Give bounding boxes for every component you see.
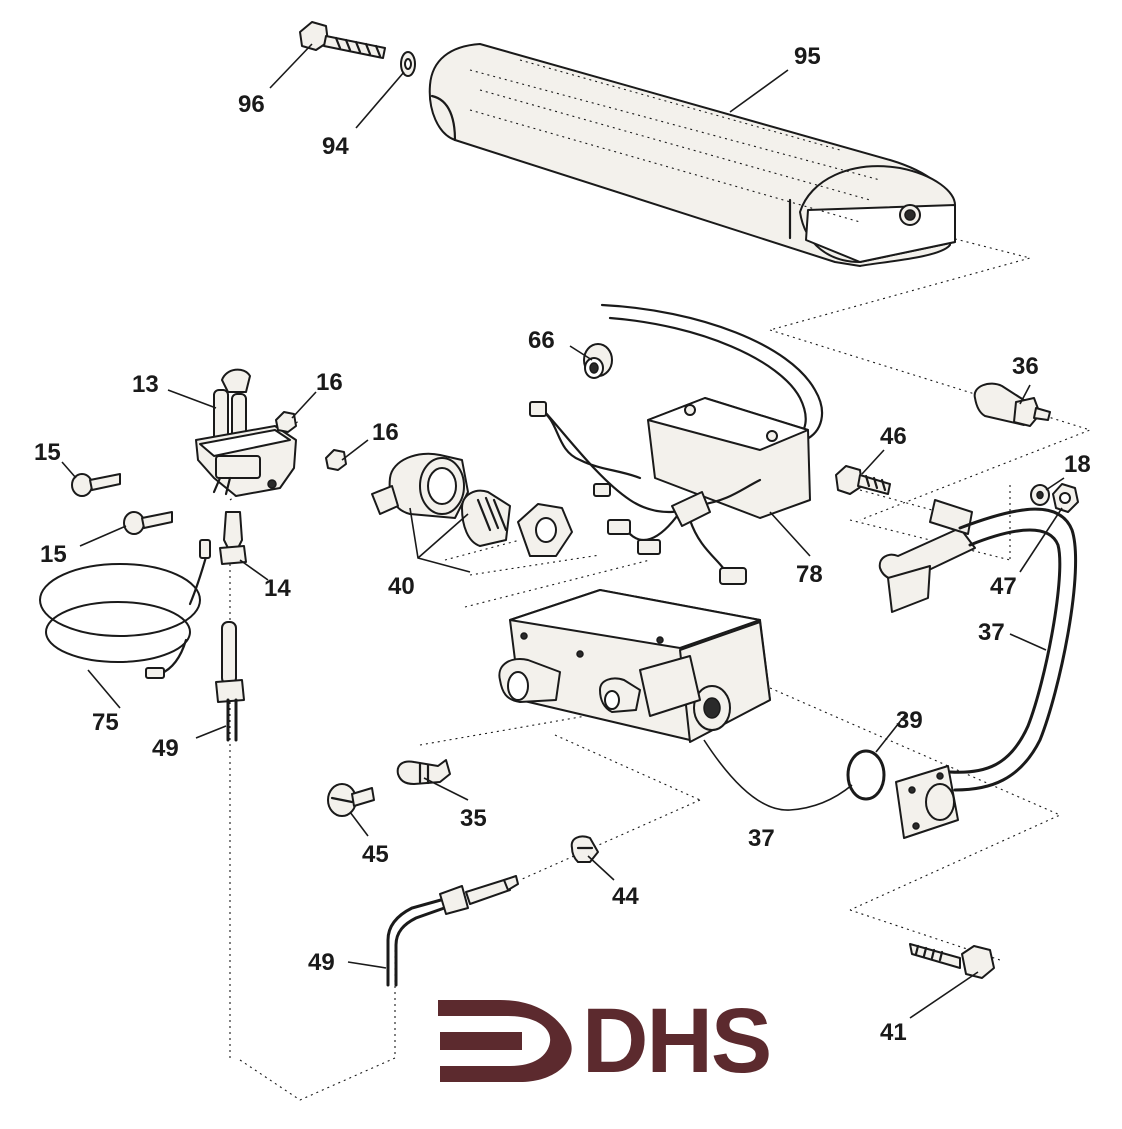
part-40-fittings bbox=[371, 452, 573, 557]
part-15-screw-upper bbox=[71, 473, 121, 497]
callout-94: 94 bbox=[322, 133, 349, 160]
callout-75: 75 bbox=[92, 709, 119, 736]
part-75-ignition-lead bbox=[39, 539, 211, 679]
part-94-lock-washer bbox=[400, 51, 416, 77]
part-96-bolt bbox=[299, 21, 386, 59]
callout-66: 66 bbox=[528, 327, 555, 354]
part-45-plug-screw bbox=[327, 783, 375, 817]
part-39-o-ring bbox=[846, 749, 886, 801]
callout-96: 96 bbox=[238, 91, 265, 118]
part-16-nut-lower bbox=[325, 449, 347, 471]
part-14-connector bbox=[219, 511, 247, 565]
callout-49-upper: 49 bbox=[152, 735, 179, 762]
callout-15-upper: 15 bbox=[34, 439, 61, 466]
callout-14: 14 bbox=[264, 575, 291, 602]
callout-16-lower: 16 bbox=[372, 419, 399, 446]
part-13-pilot-burner bbox=[195, 368, 297, 497]
part-46-screw bbox=[835, 465, 891, 495]
callout-37-right: 37 bbox=[978, 619, 1005, 646]
part-36-electrode bbox=[973, 382, 1051, 427]
part-78-ignition-module bbox=[529, 303, 824, 585]
callout-16-upper: 16 bbox=[316, 369, 343, 396]
dhs-logo-mark bbox=[438, 1000, 572, 1082]
callout-37-bottom: 37 bbox=[748, 825, 775, 852]
gas-control-valve bbox=[498, 589, 771, 743]
callout-78: 78 bbox=[796, 561, 823, 588]
part-37-gas-supply-tube bbox=[878, 499, 1078, 839]
part-16-nut-upper bbox=[275, 411, 297, 433]
part-66-grommet bbox=[583, 343, 613, 379]
callout-41: 41 bbox=[880, 1019, 907, 1046]
part-35-fitting bbox=[396, 759, 451, 785]
callout-44: 44 bbox=[612, 883, 639, 910]
callout-40: 40 bbox=[388, 573, 415, 600]
part-49-thermocouple-lower bbox=[386, 875, 519, 987]
callout-36: 36 bbox=[1012, 353, 1039, 380]
callout-35: 35 bbox=[460, 805, 487, 832]
callout-95: 95 bbox=[794, 43, 821, 70]
callout-47: 47 bbox=[990, 573, 1017, 600]
part-41-screw bbox=[909, 943, 995, 979]
callout-46: 46 bbox=[880, 423, 907, 450]
part-44-screw bbox=[570, 835, 599, 863]
callout-13: 13 bbox=[132, 371, 159, 398]
callout-45: 45 bbox=[362, 841, 389, 868]
part-15-screw-lower bbox=[123, 511, 173, 535]
dhs-logo: DHS bbox=[438, 990, 772, 1092]
callout-labels: 96 94 95 66 13 16 16 15 15 36 46 18 47 3… bbox=[34, 43, 1091, 1046]
part-95-burner-tube bbox=[428, 43, 956, 267]
callout-18: 18 bbox=[1064, 451, 1091, 478]
part-18-washer bbox=[1030, 484, 1050, 506]
assembly-reference-lines bbox=[229, 229, 1092, 1101]
callout-39: 39 bbox=[896, 707, 923, 734]
dhs-logo-text: DHS bbox=[582, 990, 770, 1092]
callout-49-lower: 49 bbox=[308, 949, 335, 976]
part-49-thermocouple-upper bbox=[215, 621, 245, 742]
part-47-nut bbox=[1052, 483, 1079, 513]
callout-leader-lines bbox=[61, 43, 1065, 1019]
callout-15-lower: 15 bbox=[40, 541, 67, 568]
